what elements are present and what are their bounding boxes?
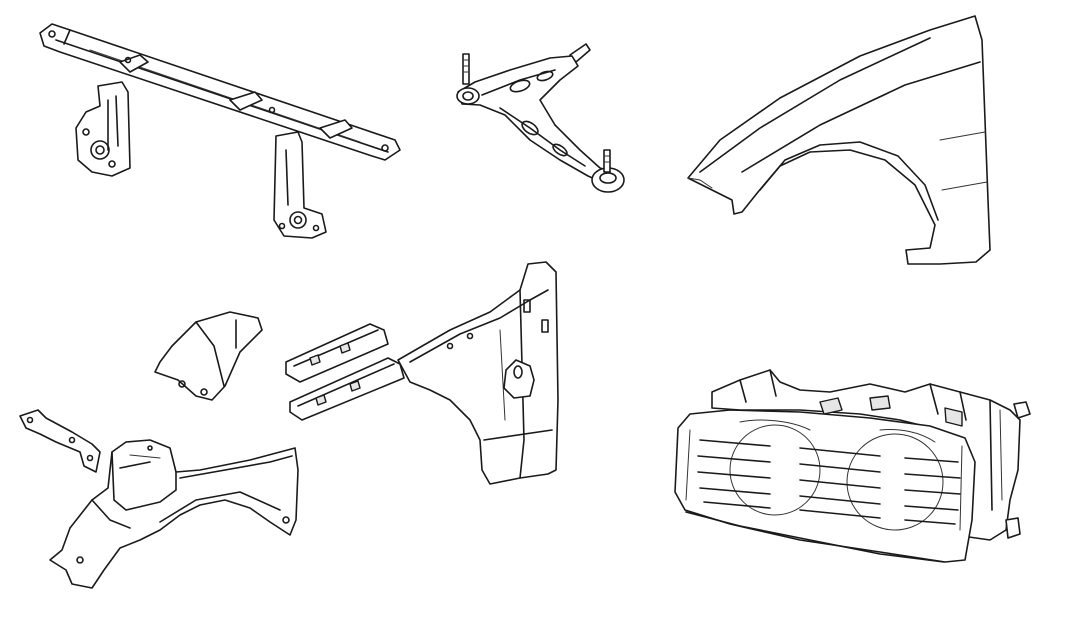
front-control-arm-part [456,43,625,193]
front-fender-part [687,15,991,265]
headlight-assembly-part [674,369,1031,563]
front-wheel-arch-inner-panel-part [19,261,559,589]
radiator-support-crossmember-part [39,23,401,239]
